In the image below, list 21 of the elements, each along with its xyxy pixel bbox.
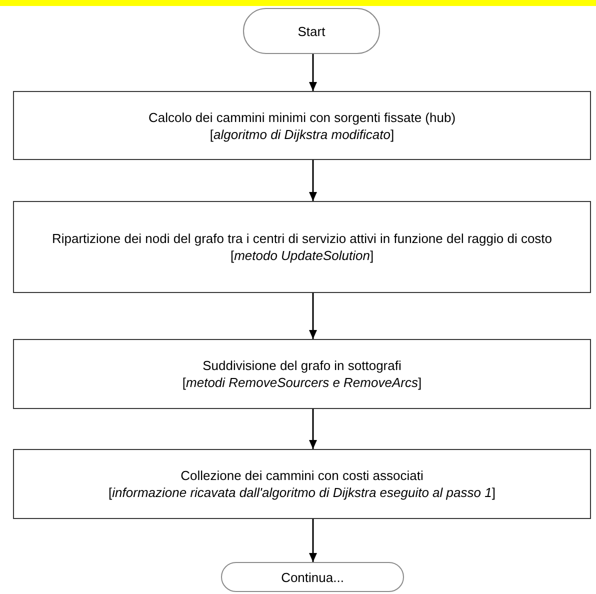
method-text: [informazione ricavata dall'algoritmo di Dijkstra eseguito al passo 1] [108, 484, 496, 501]
method-text: [metodo UpdateSolution] [230, 247, 374, 264]
method-text: [metodi RemoveSourcers e RemoveArcs] [182, 374, 422, 391]
step-text: Continua... [281, 568, 344, 586]
method-text: [algoritmo di Dijkstra modificato] [210, 126, 394, 142]
step-text: Collezione dei cammini con costi associati [180, 467, 424, 484]
terminal-box [243, 8, 380, 54]
terminal-box [221, 562, 404, 592]
arrow [309, 409, 317, 449]
process-box [13, 91, 591, 160]
arrow [309, 54, 317, 91]
process-box [13, 449, 591, 519]
step-text: Start [298, 22, 326, 40]
process-box [13, 339, 591, 409]
process-box [13, 201, 591, 293]
step-text: Calcolo dei cammini minimi con sorgenti fissate (hub) [148, 108, 456, 126]
arrow [309, 519, 317, 562]
arrow [309, 160, 317, 201]
arrow [309, 293, 317, 339]
step-text: Ripartizione dei nodi del grafo tra i centri di servizio attivi in funzione del raggio di costo [52, 230, 552, 247]
step-text: Suddivisione del grafo in sottografi [202, 357, 402, 374]
